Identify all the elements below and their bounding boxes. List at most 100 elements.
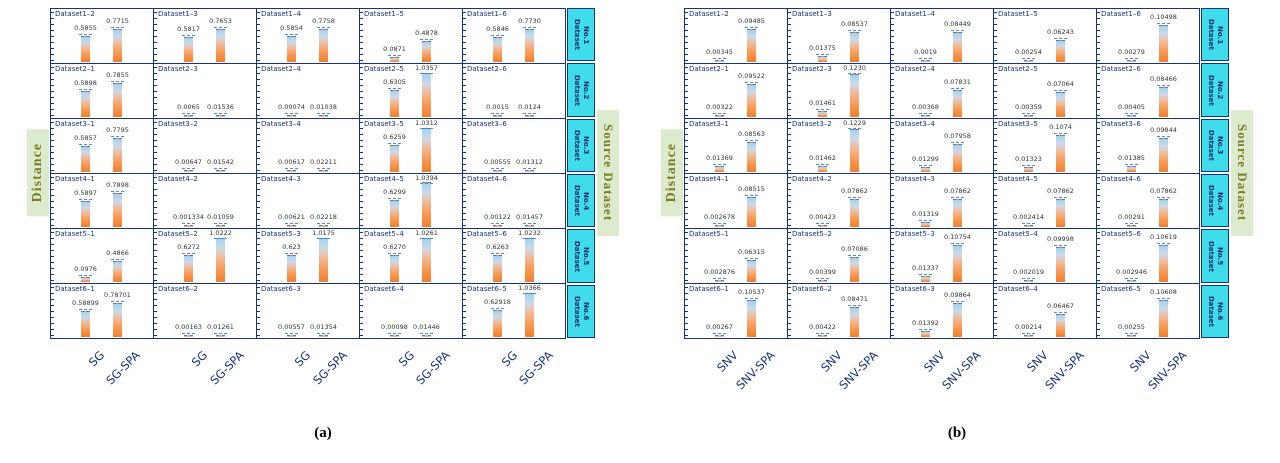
bar (184, 335, 193, 337)
subplot-title: Dataset6–5 (467, 285, 507, 293)
bar (525, 28, 534, 62)
error-bar-cap (1125, 333, 1138, 334)
error-bar-cap (182, 113, 195, 114)
distance-axis-label: Distance (27, 129, 49, 217)
error-bar-cap (420, 38, 433, 40)
bar-value-label: 0.1074 (1049, 122, 1072, 131)
bar (1127, 60, 1136, 62)
bar-value-label: 0.01312 (516, 158, 543, 166)
bar (1127, 114, 1136, 117)
bar (850, 307, 859, 337)
bar-value-label: 0.00291 (1118, 213, 1145, 221)
bar (422, 40, 431, 62)
bar (422, 127, 431, 172)
bar-value-label: 0.01457 (516, 213, 543, 221)
bar (287, 170, 296, 172)
y-axis-ticks (257, 287, 260, 336)
bar (715, 166, 724, 172)
bar-value-label: 0.01299 (912, 154, 939, 163)
bar-value-label: 0.01462 (809, 154, 836, 163)
bar-value-label: 0.08563 (738, 130, 765, 139)
bar (1056, 314, 1065, 337)
panel-caption: (a) (314, 424, 332, 441)
bar-value-label: 0.5846 (486, 24, 509, 33)
error-bar-cap (816, 222, 829, 224)
y-axis-ticks (685, 287, 688, 336)
bar-value-label: 0.00617 (278, 158, 305, 166)
bar-value-label: 0.00621 (278, 213, 305, 221)
bar (715, 280, 724, 282)
bar-value-label: 0.08449 (944, 20, 971, 29)
error-bar-cap (214, 238, 227, 239)
subplot-title: Dataset4–2 (158, 175, 198, 183)
y-axis-ticks (257, 122, 260, 171)
bar-value-label: 0.7898 (106, 180, 129, 189)
y-axis-ticks (788, 122, 791, 171)
bar (216, 335, 225, 337)
bar-value-label: 1.0232 (518, 229, 541, 237)
error-bar-cap (745, 298, 758, 300)
x-tick-label: SNV-SPA (732, 348, 778, 393)
bar-value-label: 0.00345 (706, 47, 733, 56)
source-label-wrap: Source Dataset (597, 110, 619, 236)
bar-value-label: 0.002946 (1115, 268, 1148, 276)
row-label: Dataset No.6 (1201, 284, 1229, 338)
bar-value-label: 0.01261 (207, 323, 234, 331)
error-bar-cap (848, 73, 861, 74)
y-axis-ticks (1097, 12, 1100, 61)
bar-value-label: 0.08471 (841, 295, 868, 304)
bar (1127, 166, 1136, 172)
error-bar-cap (951, 300, 964, 302)
subplot-title: Dataset5–3 (261, 230, 301, 238)
row-label: Dataset No.5 (567, 229, 595, 283)
bar-value-label: 0.002876 (703, 268, 736, 276)
subplot-title: Dataset3–4 (261, 120, 301, 128)
error-bar-cap (523, 168, 536, 169)
subplot-title: Dataset2–5 (998, 65, 1038, 73)
bar (953, 89, 962, 117)
subplot-title: Dataset6–4 (364, 285, 404, 293)
subplot-title: Dataset4–1 (689, 175, 729, 183)
error-bar-cap (745, 257, 758, 259)
x-tick-label: SNV (817, 348, 845, 375)
row-label: Dataset No.2 (1201, 63, 1229, 117)
subplot-title: Dataset1–4 (895, 10, 935, 18)
bar-value-label: 0.01542 (207, 158, 234, 166)
subplot-title: Dataset3–2 (158, 120, 198, 128)
bar-value-label: 0.07086 (841, 245, 868, 254)
bar-value-label: 0.07064 (1047, 80, 1074, 89)
bar-value-label: 0.06315 (738, 247, 765, 256)
error-bar-cap (491, 252, 504, 254)
bar (287, 36, 296, 62)
error-bar-cap (317, 113, 330, 114)
bar (81, 276, 90, 282)
error-bar-cap (285, 333, 298, 334)
y-axis-ticks (1097, 287, 1100, 336)
y-axis-ticks (685, 12, 688, 61)
subplot-title: Dataset4–6 (1101, 175, 1141, 183)
bar (953, 302, 962, 337)
x-tick-label: SG (395, 348, 417, 370)
error-bar-cap (1054, 37, 1067, 39)
row-label: Dataset No.5 (1201, 229, 1229, 283)
error-bar-cap (1125, 164, 1138, 166)
error-bar-cap (420, 333, 433, 334)
